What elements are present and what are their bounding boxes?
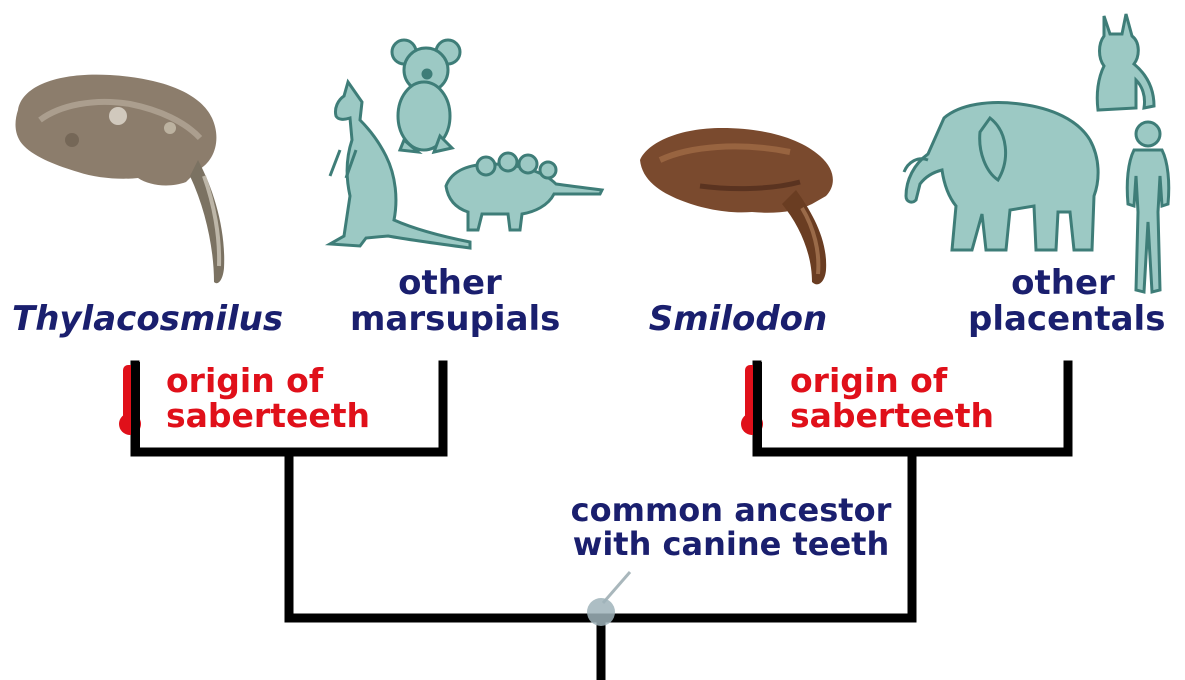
taxon-label-smilodon: Smilodon (648, 302, 828, 338)
koala-icon (392, 40, 460, 152)
elephant-icon (904, 103, 1098, 250)
event-label-line: origin of (166, 364, 370, 399)
event-label-origin-of-saberteeth: origin of saberteeth (790, 364, 994, 433)
event-label-line: origin of (790, 364, 994, 399)
taxon-label-other-marsupials: other marsupials (350, 266, 550, 337)
taxon-label-line: placentals (968, 302, 1158, 338)
opossum-icon (446, 153, 602, 230)
thermometer-icon (741, 362, 763, 454)
smilodon-skull-icon (640, 128, 833, 284)
taxon-label-line: other (350, 266, 550, 302)
ancestor-label-line: with canine teeth (566, 528, 896, 562)
thermometer-icon (119, 362, 141, 454)
taxon-label-line: other (968, 266, 1158, 302)
cat-icon (1097, 14, 1154, 110)
event-label-origin-of-saberteeth: origin of saberteeth (166, 364, 370, 433)
event-label-line: saberteeth (166, 399, 370, 434)
taxon-label-other-placentals: other placentals (968, 266, 1158, 337)
taxon-label-line: marsupials (350, 302, 550, 338)
event-label-line: saberteeth (790, 399, 994, 434)
taxon-label-thylacosmilus: Thylacosmilus (12, 302, 262, 338)
thylacosmilus-skull-icon (16, 75, 225, 284)
ancestor-label-line: common ancestor (566, 494, 896, 528)
common-ancestor-label: common ancestor with canine teeth (566, 494, 896, 561)
